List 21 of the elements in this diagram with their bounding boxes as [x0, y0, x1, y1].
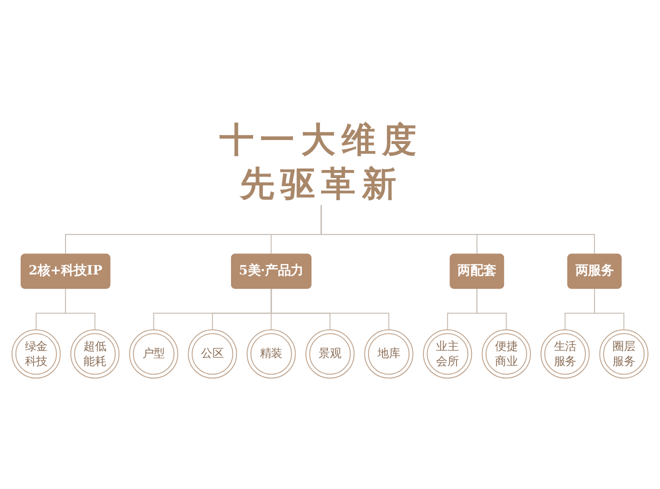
category-box: 5美·产品力: [231, 254, 312, 289]
connector-line: [320, 204, 595, 255]
heading-text: 十一大维度 先驱革新: [219, 119, 423, 204]
item-circle: 业主会所: [422, 329, 472, 378]
category-box: 两配套: [450, 254, 504, 289]
connector-line: [65, 288, 96, 330]
item-circle: 超低能耗: [70, 329, 120, 378]
connector-line: [270, 288, 390, 330]
category-box: 两服务: [567, 254, 622, 289]
connector-line: [594, 288, 624, 330]
item-circle: 户型: [129, 329, 178, 378]
item-circle: 便捷商业: [482, 329, 531, 378]
item-circle: 地库: [364, 329, 414, 378]
item-circle: 生活服务: [540, 329, 590, 378]
item-circle: 精装: [246, 329, 296, 378]
item-circle: 圈层服务: [599, 329, 648, 378]
category-box: 2核+科技IP: [20, 254, 110, 289]
connector-line: [476, 288, 507, 330]
item-circle: 绿金科技: [12, 329, 61, 378]
item-circle: 景观: [305, 329, 355, 378]
item-circle: 公区: [188, 329, 238, 378]
